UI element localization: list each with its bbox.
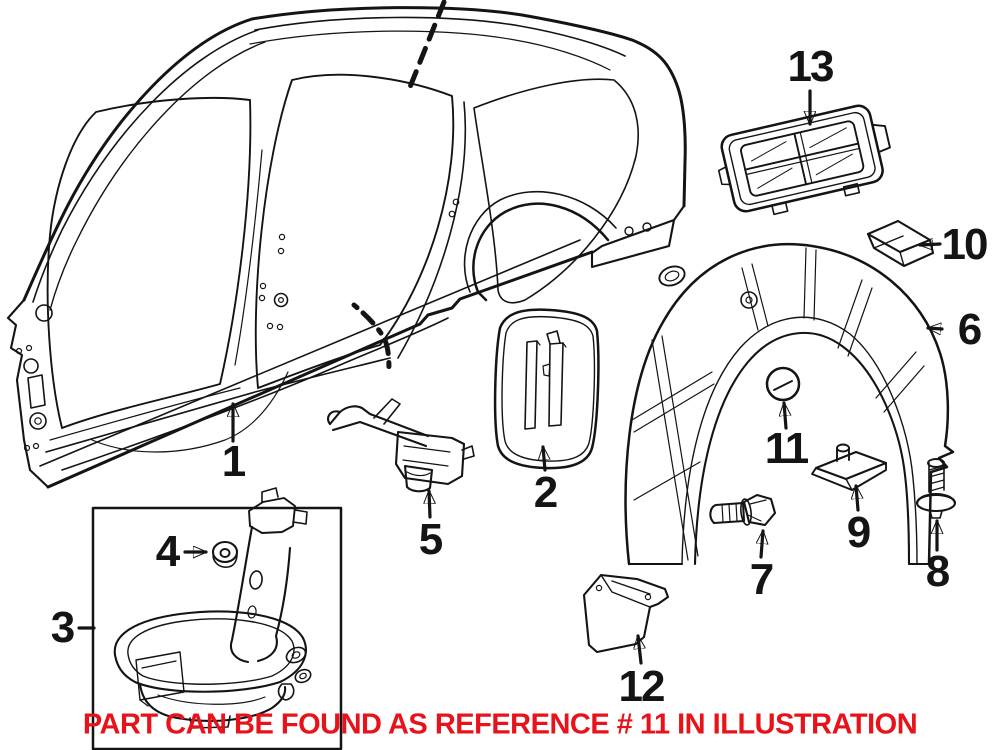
callout-12-arrow [638, 634, 641, 665]
rocker-section-cut-marker [351, 302, 392, 375]
callout-10-arrow [918, 244, 942, 245]
body-side-panel [6, 6, 687, 489]
callout-11-label: 11 [764, 424, 809, 473]
callout-10-label: 10 [941, 220, 989, 269]
callout-arrows [77, 89, 944, 665]
screw [915, 458, 957, 519]
plug [765, 366, 801, 402]
callout-2-label: 2 [533, 468, 559, 517]
callout-4-label: 4 [155, 527, 181, 576]
bolt [709, 493, 777, 527]
fuel-door-release-actuator [327, 398, 475, 493]
callout-5-arrow [429, 489, 430, 519]
bracket [582, 573, 670, 654]
callout-1-label: 1 [221, 437, 247, 486]
reference-note: PART CAN BE FOUND AS REFERENCE # 11 IN I… [82, 708, 918, 741]
callout-6-label: 6 [957, 305, 983, 354]
vent-grille [717, 104, 891, 216]
callout-9-arrow [856, 484, 858, 512]
u-nut-clip [811, 443, 888, 491]
callout-8-label: 8 [925, 547, 951, 596]
callout-12-label: 12 [618, 662, 666, 711]
wheelhouse-liner [624, 242, 955, 566]
grommet [211, 540, 239, 568]
callout-6-arrow [926, 328, 944, 329]
fuel-filler-door [493, 308, 600, 470]
callout-2-arrow [543, 445, 545, 472]
callout-5-label: 5 [418, 515, 444, 564]
fuel-filler-pocket [113, 487, 312, 729]
callout-3-label: 3 [50, 603, 76, 652]
callout-11-arrow [784, 401, 786, 430]
callout-13-label: 13 [787, 42, 835, 91]
roof-section-cut-marker [407, 0, 447, 90]
callout-9-label: 9 [846, 508, 872, 557]
callout-7-label: 7 [749, 555, 775, 604]
callout-7-arrow [761, 529, 763, 559]
